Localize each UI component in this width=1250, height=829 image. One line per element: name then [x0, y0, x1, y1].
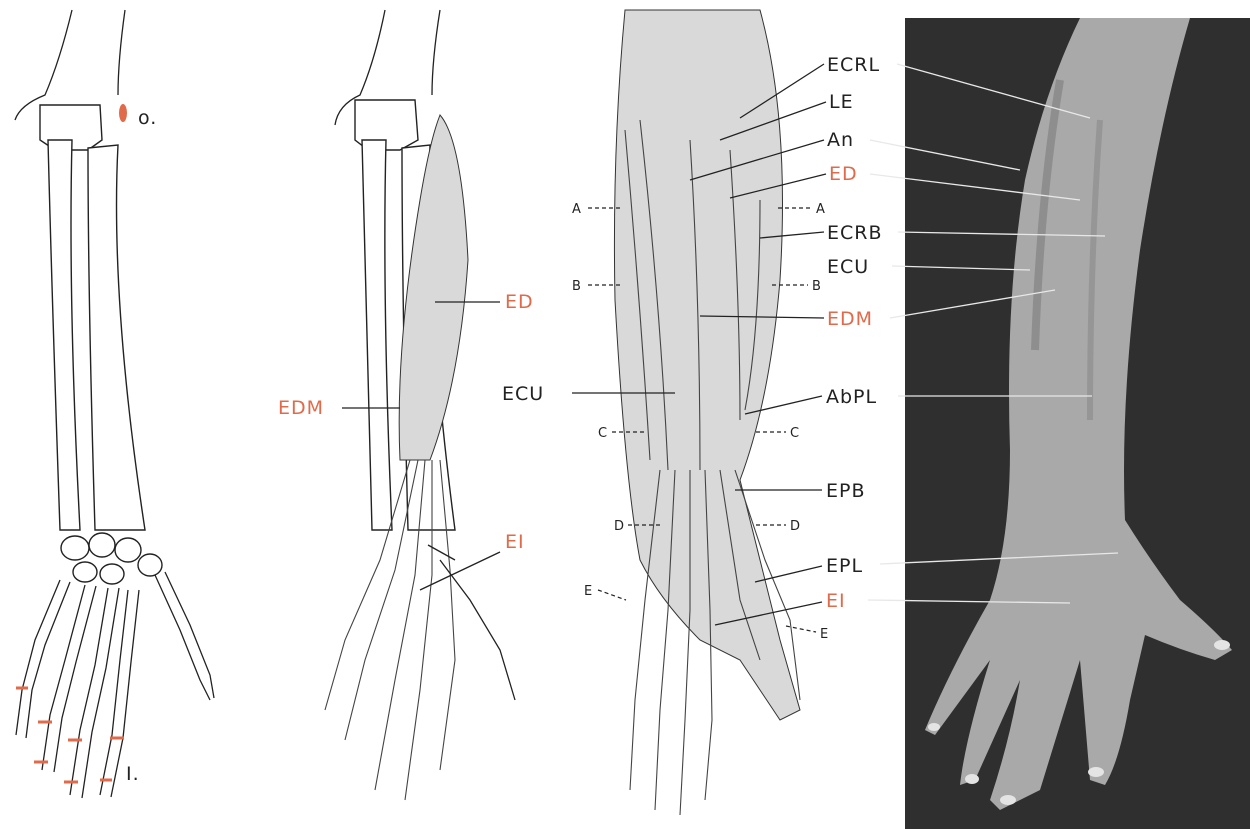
section-b-left: B: [572, 279, 581, 294]
panel-skeleton: o. I.: [15, 10, 214, 798]
carpal-bones: [61, 533, 162, 584]
panel-isolated-muscle: ED EDM EI: [278, 10, 534, 800]
label-abpl: AbPL: [826, 386, 877, 408]
forearm-muscles: [614, 10, 800, 720]
section-e-left: E: [584, 584, 592, 599]
label-epl: EPL: [826, 555, 863, 577]
label-ecu-photo: ECU: [827, 256, 869, 278]
origin-marker: [119, 104, 127, 122]
label-ei: EI: [505, 531, 525, 553]
label-ed-photo: ED: [829, 163, 858, 185]
hand-bones: [16, 572, 214, 798]
label-ed: ED: [505, 291, 534, 313]
label-epb: EPB: [826, 480, 866, 502]
label-ecu-left: ECU: [502, 383, 544, 405]
radius-bone: [48, 140, 80, 530]
section-a-left: A: [572, 202, 581, 217]
origin-label: o.: [138, 107, 157, 129]
label-ei-photo: EI: [826, 590, 846, 612]
label-edm: EDM: [278, 397, 324, 419]
section-c-left: C: [598, 426, 607, 441]
label-ecrb: ECRB: [827, 222, 883, 244]
ulna-bone: [88, 145, 145, 530]
panel-muscle-group: A A B B C C D D E E ECU: [502, 10, 828, 815]
label-ecrl: ECRL: [827, 54, 880, 76]
insertion-label: I.: [126, 763, 140, 785]
label-edm-photo: EDM: [827, 308, 873, 330]
section-e-right: E: [820, 627, 828, 642]
section-a-right: A: [816, 202, 825, 217]
section-d-right: D: [790, 519, 800, 534]
label-an: An: [827, 129, 854, 151]
label-le: LE: [829, 91, 854, 113]
humerus-outline: [15, 10, 72, 120]
insertion-markers: [16, 688, 124, 782]
section-c-right: C: [790, 426, 799, 441]
section-d-left: D: [614, 519, 624, 534]
section-b-right: B: [812, 279, 821, 294]
